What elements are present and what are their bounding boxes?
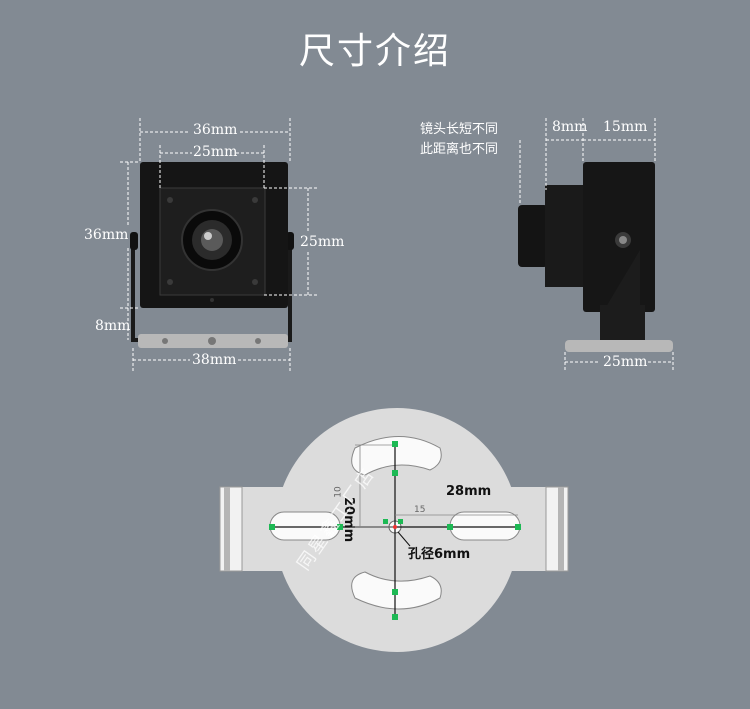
reference-points — [269, 441, 521, 620]
drawing-label-horizontal: 15 — [414, 505, 426, 515]
bracket-offset-label: 8mm — [95, 318, 131, 334]
horizontal-spacing-label: 28mm — [446, 484, 492, 499]
front-height-outer-label: 36mm — [84, 227, 129, 243]
bracket-width-label: 38mm — [192, 352, 237, 368]
base-width-label: 25mm — [603, 354, 648, 370]
front-width-outer-label: 36mm — [193, 122, 238, 138]
page-title: 尺寸介绍 — [298, 31, 451, 72]
lens-note: 镜头长短不同 此距离也不同 — [420, 120, 498, 160]
side-camera — [518, 162, 673, 352]
lens-depth-label: 8mm — [552, 119, 588, 135]
front-width-inner-label: 25mm — [193, 144, 238, 160]
body-depth-label: 15mm — [603, 119, 648, 135]
lens-note-line1: 镜头长短不同 — [420, 122, 499, 137]
hole-diameter-label: 孔径6mm — [408, 547, 471, 562]
lens-note-line2: 此距离也不同 — [420, 142, 499, 157]
front-camera — [130, 162, 294, 348]
front-height-inner-label: 25mm — [300, 234, 345, 250]
